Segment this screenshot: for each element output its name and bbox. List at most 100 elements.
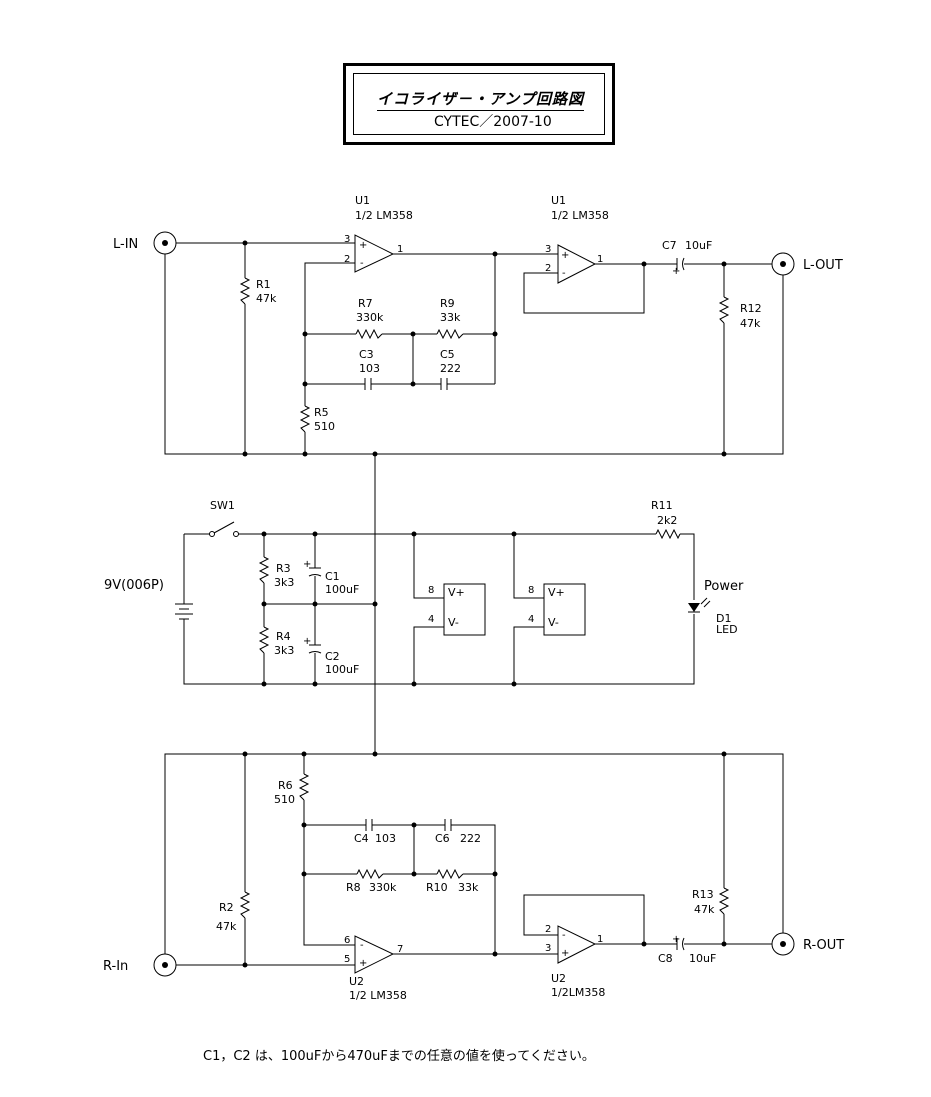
r-in-jack — [153, 953, 177, 977]
r1-value: 47k — [256, 292, 277, 305]
pin-label: 2 — [344, 254, 350, 265]
u2b-ref: U2 — [551, 972, 566, 985]
resistor-r10-symbol — [436, 868, 464, 880]
r6-ref: R6 — [278, 779, 293, 792]
r6-value: 510 — [274, 793, 295, 806]
r11-value: 2k2 — [657, 514, 677, 527]
c5-value: 222 — [440, 362, 461, 375]
c5-ref: C5 — [440, 348, 455, 361]
led-ref: D1 — [716, 612, 731, 625]
pin-label: 1 — [397, 244, 403, 255]
l-out-jack — [771, 252, 795, 276]
l-in-jack — [153, 231, 177, 255]
diagram-subtitle: CYTEC／2007-10 — [434, 114, 552, 130]
resistor-r6-symbol — [298, 773, 310, 801]
l-out-label: L-OUT — [803, 258, 843, 273]
r-in-label: R-In — [103, 959, 128, 974]
u1-vplus-label: V+ — [448, 586, 465, 599]
c7-ref: C7 — [662, 239, 677, 252]
r-out-label: R-OUT — [803, 938, 844, 953]
r13-value: 47k — [694, 903, 715, 916]
u1a-ref: U1 — [355, 194, 370, 207]
resistor-r12-symbol — [718, 296, 730, 324]
r10-ref: R10 — [426, 881, 448, 894]
capacitor-c8-symbol: + — [672, 934, 685, 951]
led-type: LED — [716, 623, 738, 636]
pin-label: 1 — [597, 254, 603, 265]
r9-value: 33k — [440, 311, 461, 324]
pin-label: 7 — [397, 944, 403, 955]
resistor-r11-symbol — [655, 528, 681, 540]
u2b-part: 1/2LM358 — [551, 986, 605, 999]
r11-ref: R11 — [651, 499, 673, 512]
opamp-u1b-symbol — [557, 244, 597, 284]
svg-text:+: + — [672, 266, 680, 277]
opamp-u2b-symbol — [557, 925, 597, 964]
battery-label: 9V(006P) — [104, 578, 164, 593]
r1-ref: R1 — [256, 278, 271, 291]
led-d1-symbol — [688, 597, 711, 613]
pin-label: - — [360, 940, 364, 951]
r7-value: 330k — [356, 311, 384, 324]
pin-label: - — [562, 930, 566, 941]
r5-ref: R5 — [314, 406, 329, 419]
svg-text:+: + — [672, 934, 680, 945]
svg-text:+: + — [303, 559, 311, 570]
svg-text:+: + — [303, 636, 311, 647]
pin-label: 4 — [428, 614, 434, 625]
r8-value: 330k — [369, 881, 397, 894]
junction-dots — [242, 240, 727, 968]
r5-value: 510 — [314, 420, 335, 433]
u1b-part: 1/2 LM358 — [551, 209, 609, 222]
capacitor-c3-symbol — [364, 378, 372, 390]
resistor-r9-symbol — [436, 328, 464, 340]
r8-ref: R8 — [346, 881, 361, 894]
capacitor-c2-symbol: + — [303, 636, 322, 654]
resistor-r7-symbol — [355, 328, 383, 340]
resistor-r3-symbol — [258, 556, 270, 584]
r4-value: 3k3 — [274, 644, 294, 657]
capacitor-c5-symbol — [440, 378, 448, 390]
pin-label: - — [562, 268, 566, 279]
capacitor-c7-symbol: + — [672, 257, 685, 277]
capacitor-note: C1，C2 は、100uFから470uFまでの任意の値を使ってください。 — [203, 1049, 595, 1064]
c8-value: 10uF — [689, 952, 716, 965]
c3-value: 103 — [359, 362, 380, 375]
pin-label: 2 — [545, 924, 551, 935]
pin-label: 3 — [344, 234, 350, 245]
diagram-title: イコライザ－・アンプ回路図 — [377, 88, 584, 111]
pin-label: + — [359, 240, 367, 251]
pin-label: + — [561, 948, 569, 959]
c6-value: 222 — [460, 832, 481, 845]
capacitor-c1-symbol: + — [303, 559, 322, 577]
pin-label: 1 — [597, 934, 603, 945]
pin-label: 2 — [545, 263, 551, 274]
c8-ref: C8 — [658, 952, 673, 965]
c4-ref: C4 — [354, 832, 369, 845]
title-inner-frame: イコライザ－・アンプ回路図 CYTEC／2007-10 — [353, 73, 605, 135]
resistor-r2-symbol — [239, 891, 251, 919]
resistor-r8-symbol — [356, 868, 384, 880]
c2-ref: C2 — [325, 650, 340, 663]
c4-value: 103 — [375, 832, 396, 845]
resistor-r13-symbol — [718, 887, 730, 915]
u2a-part: 1/2 LM358 — [349, 989, 407, 1002]
pin-label: 8 — [528, 585, 534, 596]
switch-sw1-symbol — [209, 521, 239, 537]
c1-value: 100uF — [325, 583, 359, 596]
pin-label: 4 — [528, 614, 534, 625]
pin-label: - — [360, 258, 364, 269]
u2-vminus-label: V- — [548, 616, 559, 629]
resistor-r4-symbol — [258, 626, 270, 654]
resistor-r1-symbol — [239, 277, 251, 305]
capacitor-c4-symbol — [365, 819, 373, 831]
r2-value: 47k — [216, 920, 237, 933]
c7-value: 10uF — [685, 239, 712, 252]
r12-ref: R12 — [740, 302, 762, 315]
pin-label: + — [359, 958, 367, 969]
u1-power-box — [443, 583, 486, 636]
pin-label: 5 — [344, 954, 350, 965]
u1b-ref: U1 — [551, 194, 566, 207]
r4-ref: R4 — [276, 630, 291, 643]
